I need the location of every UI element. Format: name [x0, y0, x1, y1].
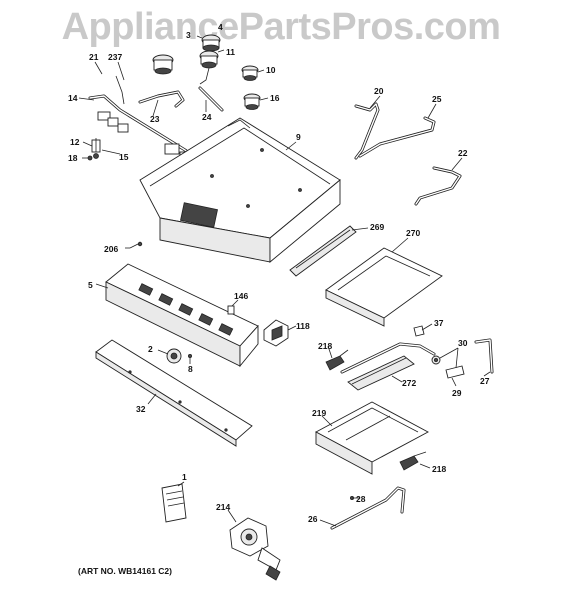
callout-37: 37 [434, 318, 444, 328]
callout-20: 20 [374, 86, 384, 96]
regulator-bracket [87, 138, 101, 161]
callout-24: 24 [202, 112, 212, 122]
manifold-pipe [88, 75, 200, 163]
burner-valve-4 [201, 34, 221, 52]
gas-regulator [229, 517, 281, 581]
callout-29: 29 [452, 388, 462, 398]
callout-25: 25 [432, 94, 442, 104]
callout-22: 22 [458, 148, 468, 158]
callout-146: 146 [234, 291, 248, 301]
orifice-fittings [431, 355, 465, 379]
callout-26: 26 [308, 514, 318, 524]
callout-12: 12 [70, 137, 80, 147]
ignition-module [263, 319, 289, 347]
callout-218-upper: 218 [318, 341, 332, 351]
callout-14: 14 [68, 93, 78, 103]
callout-206: 206 [104, 244, 118, 254]
callout-272: 272 [402, 378, 416, 388]
callout-270: 270 [406, 228, 420, 238]
callout-labels: 3 4 11 21 237 10 14 16 23 24 9 20 25 22 … [68, 22, 490, 524]
literature-1 [161, 483, 187, 523]
callout-269: 269 [370, 222, 384, 232]
strip-269 [289, 225, 357, 277]
panel-270 [325, 247, 443, 327]
burner-valve-10 [241, 65, 259, 81]
tube-27 [474, 338, 494, 374]
igniter-218-upper [325, 349, 349, 371]
burner-valve-16 [243, 93, 261, 110]
knob [166, 348, 182, 364]
burner-tube-lower [330, 486, 406, 530]
callout-237: 237 [108, 52, 122, 62]
callout-5: 5 [88, 280, 93, 290]
callout-2: 2 [148, 344, 153, 354]
callout-4: 4 [218, 22, 223, 32]
callout-219: 219 [312, 408, 326, 418]
callout-30: 30 [458, 338, 468, 348]
control-panel [105, 263, 259, 368]
callout-3: 3 [186, 30, 191, 40]
burner-valve-11 [199, 50, 219, 85]
callout-118: 118 [296, 321, 310, 331]
callout-16: 16 [270, 93, 280, 103]
callout-9: 9 [296, 132, 301, 142]
callout-214: 214 [216, 502, 230, 512]
igniter-218-lower [399, 451, 427, 471]
shield-272 [347, 355, 415, 391]
igniter-tube-25 [358, 116, 436, 158]
callout-18: 18 [68, 153, 78, 163]
callout-11: 11 [226, 47, 235, 57]
callout-10: 10 [266, 65, 276, 75]
callout-27: 27 [480, 376, 490, 386]
leader-lines [78, 35, 491, 527]
igniter-tube-22 [414, 166, 462, 206]
callout-32: 32 [136, 404, 146, 414]
trim-strip [95, 339, 253, 447]
burner-valve-3 [152, 54, 174, 75]
panel-219 [315, 401, 429, 475]
igniter-tube-20 [354, 102, 380, 160]
callout-218-lower: 218 [432, 464, 446, 474]
callout-21: 21 [89, 52, 99, 62]
callout-15: 15 [119, 152, 129, 162]
callout-8: 8 [188, 364, 193, 374]
watermark: AppliancePartsPros.com [61, 6, 501, 48]
burner-tube-upper [340, 342, 436, 374]
callout-28: 28 [356, 494, 366, 504]
callout-23: 23 [150, 114, 160, 124]
callout-1: 1 [182, 472, 187, 482]
art-number: (ART NO. WB14161 C2) [78, 566, 172, 576]
burner-box [139, 117, 341, 263]
